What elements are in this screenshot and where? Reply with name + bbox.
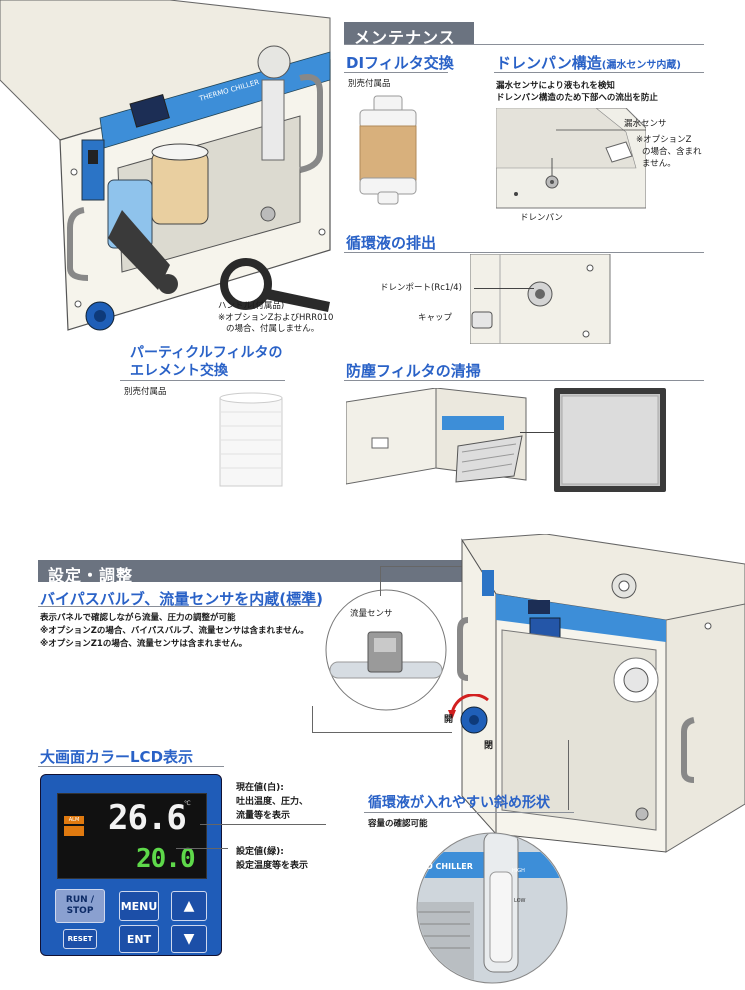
- run-stop-button[interactable]: RUN / STOP: [55, 889, 105, 923]
- menu-button[interactable]: MENU: [119, 891, 159, 921]
- drain-pan-desc-1: 漏水センサにより液もれを検知: [496, 81, 615, 91]
- leak-sensor-note-3: ません。: [642, 159, 676, 169]
- di-filter-sold-separately: 別売付属品: [348, 79, 391, 89]
- dust-filter-panel: [554, 388, 666, 492]
- chiller-front-illustration: THERMO CHILLER: [0, 0, 331, 331]
- slant-inlet-subtitle: 容量の確認可能: [368, 819, 428, 829]
- alarm-block-icon: [64, 826, 84, 836]
- set-desc-2: 設定温度等を表示: [236, 861, 309, 871]
- drain-pan-illustration: [496, 108, 646, 209]
- slant-inlet-title: 循環液が入れやすい斜め形状: [368, 795, 550, 811]
- flow-sensor-label: 流量センサ: [350, 609, 393, 619]
- leak-sensor-note-1: ※オプションZ: [636, 135, 692, 145]
- particle-filter-sold-separately: 別売付属品: [124, 387, 167, 397]
- settings-banner: 設定・調整: [38, 560, 538, 585]
- alarm-indicator: ALM: [64, 816, 84, 824]
- handle-note-1: ※オプションZおよびHRR010: [218, 313, 334, 323]
- closeup-brand: MO CHILLER: [418, 862, 473, 871]
- drain-pan-label: ドレンパン: [520, 213, 563, 223]
- bypass-line-2: ※オプションZの場合、バイパスバルブ、流量センサは含まれません。: [40, 626, 309, 636]
- up-button[interactable]: ▲: [171, 891, 207, 921]
- drain-pan-title-suffix: (漏水センサ内蔵): [601, 60, 681, 71]
- particle-filter-element: [219, 392, 283, 487]
- bypass-title: バイパスバルブ、流量センサを内蔵(標準): [40, 590, 323, 608]
- di-filter-title: DIフィルタ交換: [346, 54, 454, 72]
- ent-button[interactable]: ENT: [119, 925, 159, 953]
- handle-tool-illustration: [220, 258, 330, 312]
- dust-filter-title: 防塵フィルタの清掃: [346, 362, 481, 380]
- particle-filter-title-2: エレメント交換: [130, 363, 228, 379]
- drain-pan-desc-2: ドレンパン構造のため下部への流出を防止: [496, 93, 658, 103]
- current-desc-1: 現在値(白):: [236, 783, 284, 793]
- bypass-line-3: ※オプションZ1の場合、流量センサは含まれません。: [40, 639, 248, 649]
- chiller-side-illustration: [457, 534, 745, 853]
- bypass-line-1: 表示パネルで確認しながら流量、圧力の調整が可能: [40, 613, 236, 623]
- maintenance-banner: メンテナンス: [344, 22, 474, 47]
- bypass-valve-knob: [448, 694, 489, 734]
- particle-filter-title-1: パーティクルフィルタの: [130, 345, 283, 361]
- circulation-drain-title: 循環液の排出: [346, 234, 437, 252]
- current-desc-2: 吐出温度、圧力、: [236, 797, 309, 807]
- current-value-display: 26.6: [108, 798, 187, 838]
- cap-illustration: [471, 311, 493, 329]
- lcd-panel: ALM 26.6 ℃ 20.0 RUN / STOP MENU ▲ RESET …: [40, 774, 222, 956]
- dust-filter-unit-illustration: [346, 388, 527, 485]
- reset-button[interactable]: RESET: [63, 929, 97, 949]
- set-desc-1: 設定値(緑):: [236, 847, 284, 857]
- drain-port-illustration: [470, 254, 611, 344]
- unit-display: ℃: [184, 800, 191, 807]
- low-label: LOW: [514, 898, 526, 904]
- down-button[interactable]: ▼: [171, 925, 207, 953]
- current-desc-3: 流量等を表示: [236, 811, 291, 821]
- di-filter-cartridge: [359, 95, 417, 205]
- leak-sensor-label: 漏水センサ: [624, 119, 667, 129]
- leak-sensor-note-2: の場合、含まれ: [642, 147, 702, 157]
- lcd-title: 大画面カラーLCD表示: [40, 748, 194, 766]
- drain-port-label: ドレンポート(Rc1/4): [380, 283, 462, 293]
- high-label: HIGH: [512, 868, 525, 874]
- lcd-screen: ALM 26.6 ℃ 20.0: [57, 793, 207, 879]
- handle-label: ハンドル(付属品): [218, 301, 285, 311]
- set-value-display: 20.0: [136, 844, 196, 874]
- valve-open-label: 開: [444, 715, 454, 725]
- cap-label: キャップ: [418, 313, 453, 323]
- handle-note-2: の場合、付属しません。: [226, 324, 320, 334]
- flow-sensor-detail: [325, 589, 447, 711]
- slant-inlet-closeup: [416, 832, 568, 984]
- valve-close-label: 閉: [484, 741, 494, 751]
- drain-pan-title: ドレンパン構造: [496, 54, 602, 72]
